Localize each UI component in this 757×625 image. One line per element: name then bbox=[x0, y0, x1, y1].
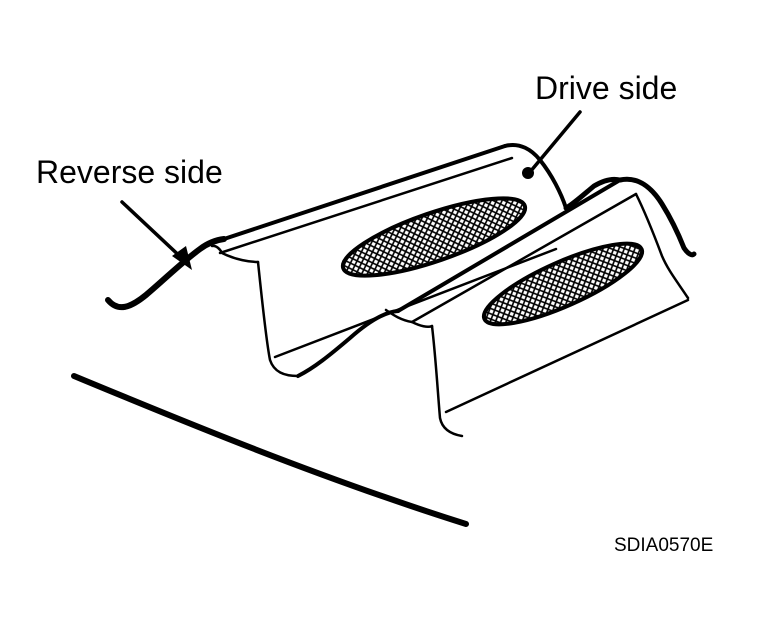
drive-side-label: Drive side bbox=[535, 70, 678, 106]
tooth-2-top-front bbox=[396, 178, 622, 313]
reverse-flank-line bbox=[105, 236, 227, 311]
drive-side-leader bbox=[528, 110, 582, 174]
gear-base-arc bbox=[71, 373, 469, 527]
root-heavy-1 bbox=[296, 309, 400, 378]
contact-pattern-tooth-2 bbox=[481, 241, 645, 327]
reverse-side-arrowhead bbox=[172, 246, 192, 270]
tooth-2-end-flank bbox=[634, 192, 690, 300]
tooth-1-drive-flank bbox=[256, 260, 300, 378]
reverse-side-leader bbox=[120, 200, 188, 264]
valley-1 bbox=[563, 176, 623, 211]
root-line-2 bbox=[444, 298, 690, 414]
contact-pattern-tooth-1 bbox=[340, 196, 528, 278]
tooth-2-end bbox=[617, 176, 697, 258]
tooth-1-top-front bbox=[222, 144, 507, 241]
figure-code: SDIA0570E bbox=[614, 535, 714, 556]
tooth-2-drive-flank bbox=[430, 324, 464, 438]
tooth-2-top-back bbox=[410, 192, 638, 324]
gear-teeth bbox=[71, 110, 697, 527]
drive-side-marker-dot bbox=[522, 167, 534, 179]
tooth-2-cap bbox=[384, 308, 434, 329]
tooth-1-top-back bbox=[218, 156, 514, 255]
reverse-side-label: Reverse side bbox=[36, 154, 223, 190]
tooth-1-cap bbox=[210, 244, 260, 264]
